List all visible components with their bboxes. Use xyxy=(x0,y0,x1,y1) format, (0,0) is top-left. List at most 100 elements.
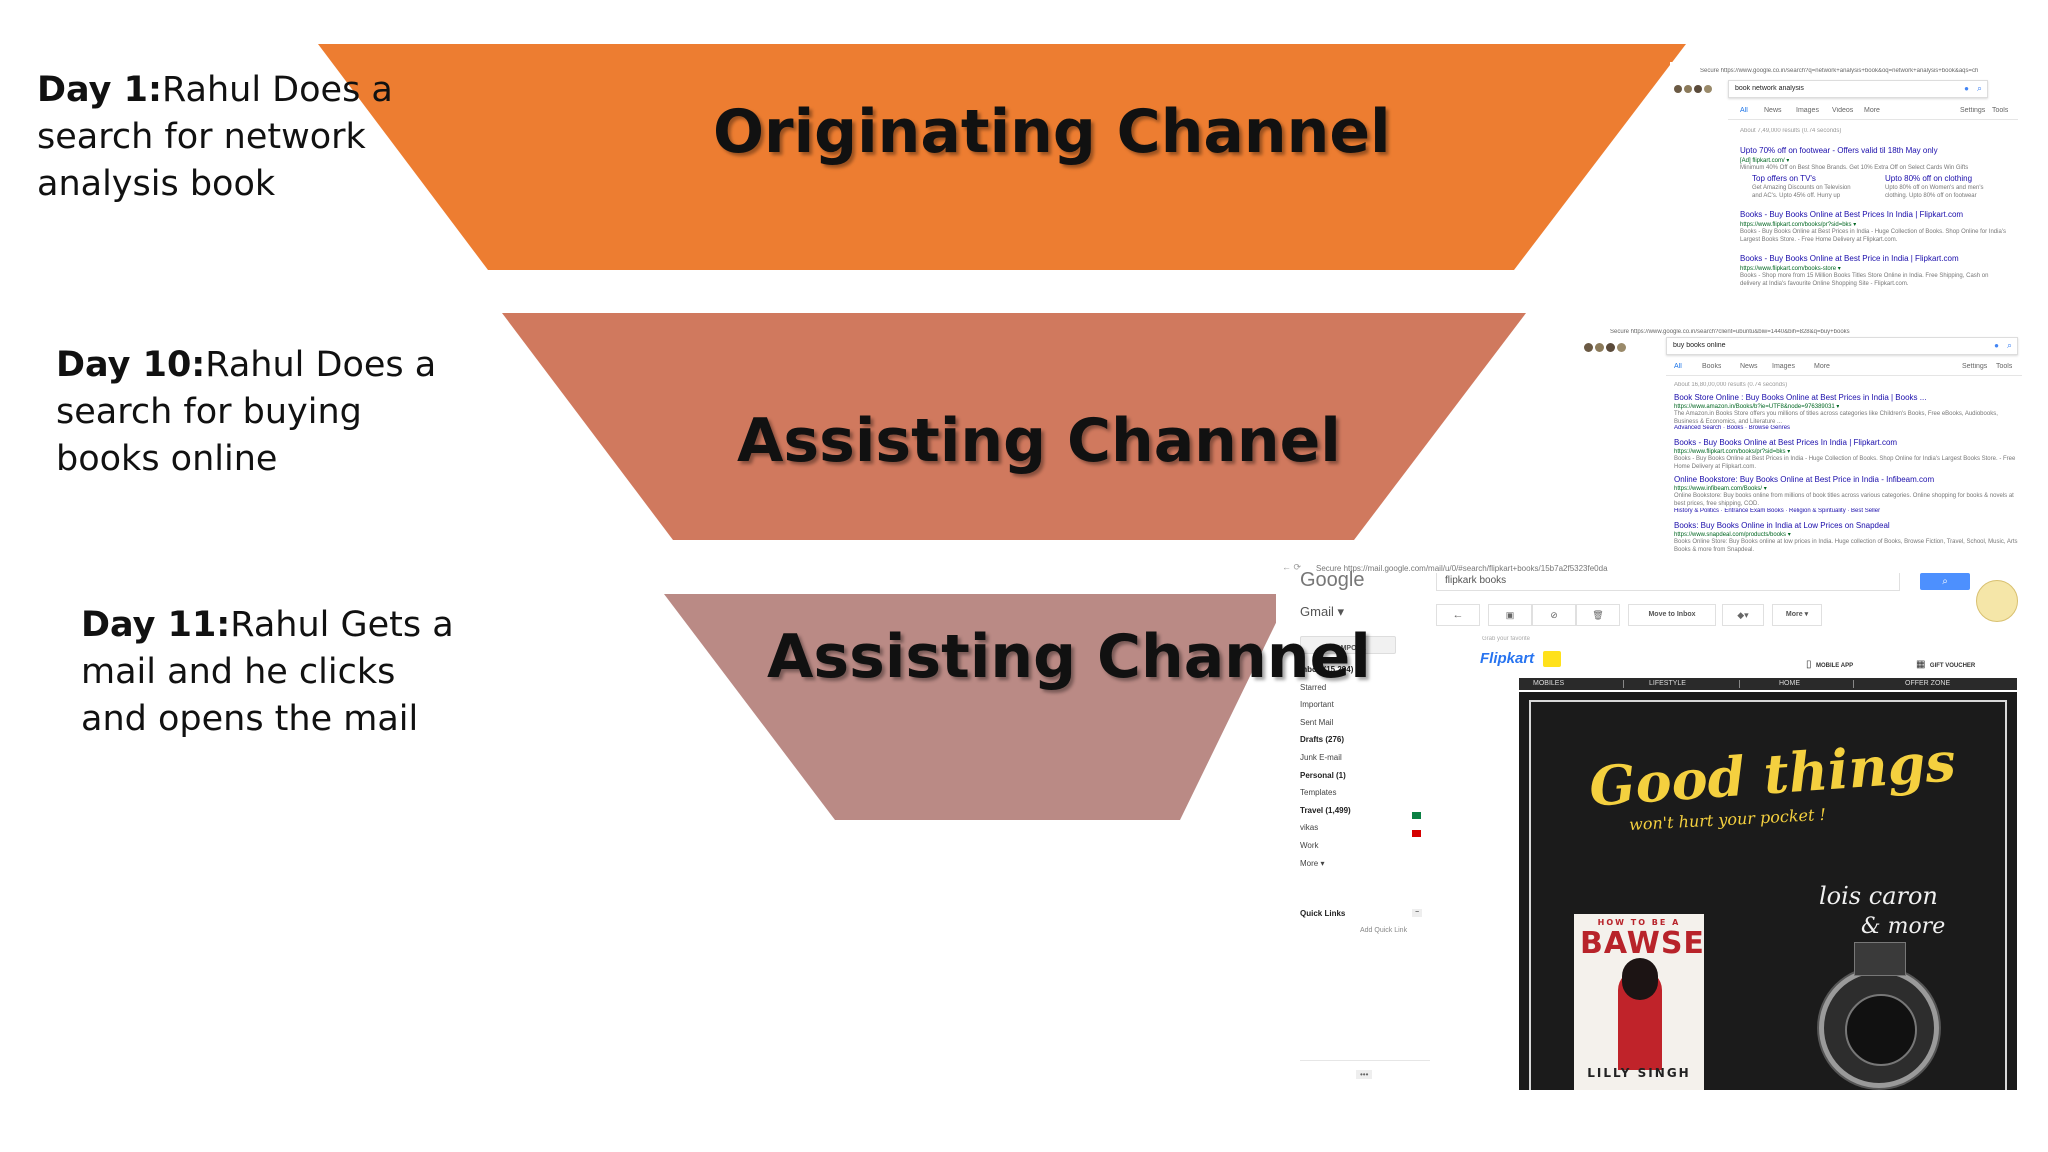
search-box[interactable]: buy books online ● ⌕ xyxy=(1666,337,2018,355)
add-quick-link[interactable]: Add Quick Link xyxy=(1360,927,1408,934)
day10-line3: books online xyxy=(56,439,278,479)
day1-prefix: Day 1: xyxy=(37,70,162,110)
search-icon[interactable]: ⌕ xyxy=(1976,83,1982,93)
nav-mobiles[interactable]: MOBILES xyxy=(1533,680,1565,687)
day11-line3: and opens the mail xyxy=(81,699,419,739)
gmail-screenshot: ← ⟳ Secure https://mail.google.com/mail/… xyxy=(1276,560,2020,1090)
tab-images[interactable]: Images xyxy=(1796,107,1819,114)
compose-button[interactable]: COMPOSE xyxy=(1300,636,1396,654)
folder-item[interactable]: Junk E-mail xyxy=(1300,752,1342,762)
folder-item[interactable]: Personal (1) xyxy=(1300,770,1346,780)
gmail-search-box[interactable]: flipkark books xyxy=(1436,573,1900,591)
assisting-channel-shape-2 xyxy=(664,594,1290,820)
day11-prefix: Day 11: xyxy=(81,605,231,645)
folder-item[interactable]: Templates xyxy=(1300,788,1337,798)
gmail-search-button[interactable]: ⌕ xyxy=(1920,573,1970,590)
ad-sublink-1[interactable]: Top offers on TV's xyxy=(1752,174,1816,183)
report-spam-icon[interactable]: ⊘ xyxy=(1532,604,1576,626)
search-icon[interactable]: ⌕ xyxy=(2006,340,2012,350)
result-1-desc: Books - Buy Books Online at Best Prices … xyxy=(1740,229,2006,243)
folder-item[interactable]: Work xyxy=(1300,840,1319,850)
tab-videos[interactable]: Videos xyxy=(1832,107,1854,114)
folder-item[interactable]: Important xyxy=(1300,700,1334,710)
result-4-url: https://www.snapdeal.com/products/books … xyxy=(1674,532,1791,538)
result-2-title[interactable]: Books - Buy Books Online at Best Prices … xyxy=(1674,438,1898,447)
tab-images[interactable]: Images xyxy=(1772,363,1795,370)
result-1-title[interactable]: Book Store Online : Buy Books Online at … xyxy=(1674,393,1927,402)
google-logo: Google xyxy=(1300,569,1365,591)
result-1-title[interactable]: Books - Buy Books Online at Best Prices … xyxy=(1740,210,1964,219)
tab-more[interactable]: More xyxy=(1814,363,1830,370)
flipkart-brand: Flipkart xyxy=(1480,650,1535,667)
result-1-url: https://www.amazon.in/Books/b?ie=UTF8&no… xyxy=(1674,404,1840,410)
folder-item[interactable]: Drafts (276) xyxy=(1300,735,1345,745)
book-title-big: BAWSE xyxy=(1580,926,1705,961)
day1-line1: Rahul Does a xyxy=(161,70,393,110)
result-2-title[interactable]: Books - Buy Books Online at Best Price i… xyxy=(1740,254,1959,263)
nav-home[interactable]: HOME xyxy=(1779,680,1800,687)
tab-all[interactable]: All xyxy=(1674,363,1682,370)
search-icon: ⌕ xyxy=(1942,576,1948,587)
result-3-sitelinks[interactable]: History & Politics · Entrance Exam Books… xyxy=(1674,508,1881,514)
book-cover: HOW TO BE A BAWSE LILLY SINGH xyxy=(1574,914,1704,1090)
more-dots[interactable]: ••• xyxy=(1356,1070,1373,1079)
tab-news[interactable]: News xyxy=(1740,363,1758,370)
nav-offer-zone[interactable]: OFFER ZONE xyxy=(1905,680,1951,687)
result-1-sitelinks[interactable]: Advanced Search · Books · Browse Genres xyxy=(1674,425,1791,431)
mobile-app-link[interactable]: ▯ MOBILE APP xyxy=(1806,654,1853,672)
result-2-desc: Books - Buy Books Online at Best Prices … xyxy=(1674,456,2016,470)
tab-all[interactable]: All xyxy=(1740,107,1748,114)
tabs-divider xyxy=(1728,119,2018,120)
assisting-channel-label-1: Assisting Channel xyxy=(737,406,1341,476)
tab-books[interactable]: Books xyxy=(1702,363,1722,370)
folder-item[interactable]: More ▾ xyxy=(1300,858,1325,868)
gmail-app-switcher[interactable]: Gmail ▾ xyxy=(1300,604,1345,619)
side-text-brand: lois caron xyxy=(1819,882,1938,910)
avatar[interactable] xyxy=(1976,580,2018,622)
results-stats: About 7,49,000 results (0.74 seconds) xyxy=(1740,128,1842,134)
result-3-url: https://www.infibeam.com/Books/ ▾ xyxy=(1674,486,1767,492)
more-button[interactable]: More ▾ xyxy=(1772,604,1822,626)
promo-banner[interactable]: Good things won't hurt your pocket ! loi… xyxy=(1519,692,2017,1090)
gift-voucher-link[interactable]: ▦ GIFT VOUCHER xyxy=(1916,654,1975,672)
search-box[interactable]: book network analysis ● ⌕ xyxy=(1728,80,1988,98)
flipkart-bag-icon xyxy=(1542,650,1561,667)
ad-title[interactable]: Upto 70% off on footwear - Offers valid … xyxy=(1740,146,1938,155)
browser-nav-icons: ← ⟳ xyxy=(1282,562,1302,572)
folder-item[interactable]: vikas xyxy=(1300,823,1319,833)
nav-lifestyle[interactable]: LIFESTYLE xyxy=(1649,680,1686,687)
delete-icon[interactable]: 🗑︎ xyxy=(1576,604,1620,626)
tab-more[interactable]: More xyxy=(1864,107,1880,114)
gift-voucher-label: GIFT VOUCHER xyxy=(1929,663,1976,669)
folder-item[interactable]: Travel (1,499) xyxy=(1300,805,1351,815)
label-color-travel xyxy=(1412,812,1421,819)
minimize-quick-links[interactable]: − xyxy=(1412,909,1422,917)
tab-tools[interactable]: Tools xyxy=(1996,363,2013,370)
result-4-title[interactable]: Books: Buy Books Online in India at Low … xyxy=(1674,521,1890,530)
result-3-title[interactable]: Online Bookstore: Buy Books Online at Be… xyxy=(1674,475,1935,484)
folder-item[interactable]: Starred xyxy=(1300,682,1327,692)
side-text-more: & more xyxy=(1861,914,1946,939)
tab-settings[interactable]: Settings xyxy=(1960,107,1986,114)
tab-news[interactable]: News xyxy=(1764,107,1782,114)
tab-tools[interactable]: Tools xyxy=(1992,107,2009,114)
watch-strap-top xyxy=(1854,942,1906,976)
mic-icon[interactable]: ● xyxy=(1994,341,1999,350)
folder-item[interactable]: Inbox (15,294) xyxy=(1300,665,1354,674)
ad-url: [Ad] flipkart.com/ ▾ xyxy=(1740,158,1790,164)
day10-line1: Rahul Does a xyxy=(205,345,437,385)
label-icon[interactable]: ◆▾ xyxy=(1722,604,1764,626)
tab-settings[interactable]: Settings xyxy=(1962,363,1988,370)
ad-sublink-2[interactable]: Upto 80% off on clothing xyxy=(1885,174,1973,183)
folder-item[interactable]: Sent Mail xyxy=(1300,717,1334,727)
day1-line3: analysis book xyxy=(37,164,276,204)
result-1-url: https://www.flipkart.com/books/pr?sid=bk… xyxy=(1740,222,1857,228)
search-tabs: All Books News Images More Settings Tool… xyxy=(1674,363,2019,373)
move-to-inbox-button[interactable]: Move to Inbox xyxy=(1628,604,1716,626)
label-color-vikas xyxy=(1412,830,1421,837)
archive-icon[interactable]: ▣ xyxy=(1488,604,1532,626)
google-doodle-logo xyxy=(1584,339,1634,353)
back-icon[interactable]: ← xyxy=(1436,604,1480,626)
mic-icon[interactable]: ● xyxy=(1964,84,1969,93)
